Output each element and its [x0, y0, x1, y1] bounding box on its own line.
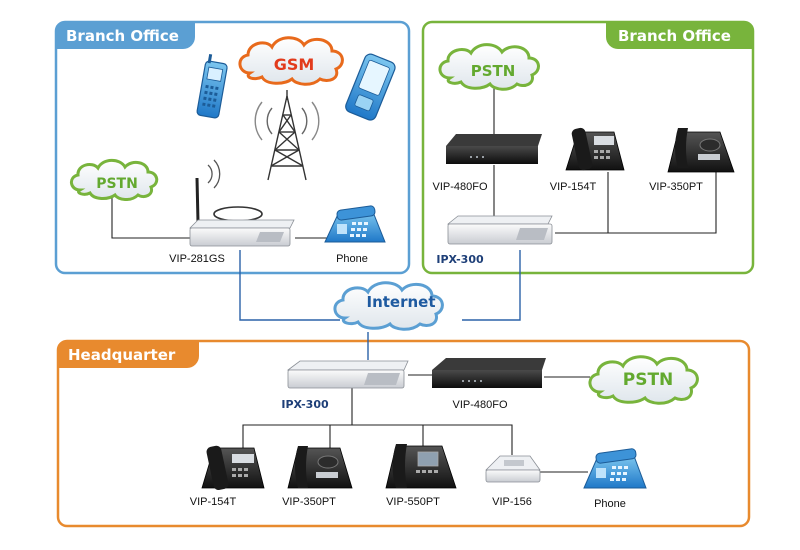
label-bl-phone: Phone	[336, 253, 368, 265]
gateway-vip480fo-hq-icon	[432, 358, 546, 388]
pstn-cloud-left: PSTN	[70, 158, 159, 201]
label-br-vip-350pt: VIP-350PT	[649, 181, 703, 193]
pstn-hq-label: PSTN	[623, 370, 674, 390]
branch-office-left-tab	[56, 22, 195, 49]
mobile-phone-icon	[196, 53, 228, 119]
link-bl-to-internet	[239, 250, 340, 321]
pstn-left-label: PSTN	[96, 176, 138, 192]
line-bl-pstn-gateway	[111, 180, 192, 239]
cell-tower-icon	[254, 90, 320, 181]
label-br-vip-154t: VIP-154T	[550, 181, 597, 193]
line-hq-bus	[242, 424, 513, 455]
gateway-vip281gs-icon	[189, 159, 295, 247]
line-br-pbx-phones	[555, 172, 717, 234]
desk-phone-blue-icon	[324, 205, 386, 243]
pstn-cloud-hq: PSTN	[588, 355, 699, 405]
ip-phone-vip154t-right-icon	[565, 127, 625, 171]
ata-vip156-icon	[485, 455, 541, 483]
links	[239, 250, 521, 360]
label-hq-ipx-300: IPX-300	[281, 398, 329, 411]
label-hq-vip-480fo: VIP-480FO	[452, 399, 507, 411]
headquarter-tab	[58, 341, 199, 368]
branch-office-left-frame	[54, 20, 411, 275]
label-hq-phone: Phone	[594, 498, 626, 510]
ip-phone-vip154t-hq-icon	[201, 445, 265, 491]
label-hq-vip-550pt: VIP-550PT	[386, 496, 440, 508]
desk-phone-blue-hq-icon	[583, 448, 647, 489]
lan-lines	[111, 80, 717, 473]
internet-cloud: Internet	[333, 281, 444, 331]
gsm-label: GSM	[274, 55, 315, 74]
pstn-cloud-right: PSTN	[438, 43, 540, 91]
headquarter-label: Headquarter	[68, 346, 176, 364]
link-br-to-internet	[462, 250, 521, 321]
label-vip-281gs: VIP-281GS	[169, 253, 225, 265]
gateway-vip480fo-icon	[446, 134, 542, 164]
ip-phone-vip350pt-hq-icon	[287, 446, 353, 489]
label-hq-vip-350pt: VIP-350PT	[282, 496, 336, 508]
smartphone-icon	[345, 53, 396, 121]
pbx-ipx300-right-icon	[446, 215, 553, 245]
internet-label: Internet	[366, 293, 435, 311]
ip-phone-vip350pt-right-icon	[667, 128, 735, 173]
ip-phone-vip550pt-hq-icon	[385, 444, 457, 489]
pstn-right-label: PSTN	[471, 62, 516, 80]
label-hq-vip-156: VIP-156	[492, 496, 532, 508]
headquarter-frame	[56, 339, 751, 528]
label-br-vip-480fo: VIP-480FO	[432, 181, 487, 193]
branch-office-right-frame	[421, 20, 755, 275]
branch-office-right-label: Branch Office	[618, 27, 731, 45]
pbx-ipx300-hq-icon	[286, 360, 409, 389]
label-hq-vip-154t: VIP-154T	[190, 496, 237, 508]
branch-office-right-tab	[606, 22, 753, 49]
label-br-ipx-300: IPX-300	[436, 253, 484, 266]
gsm-cloud: GSM	[238, 36, 344, 86]
branch-office-left-label: Branch Office	[66, 27, 179, 45]
